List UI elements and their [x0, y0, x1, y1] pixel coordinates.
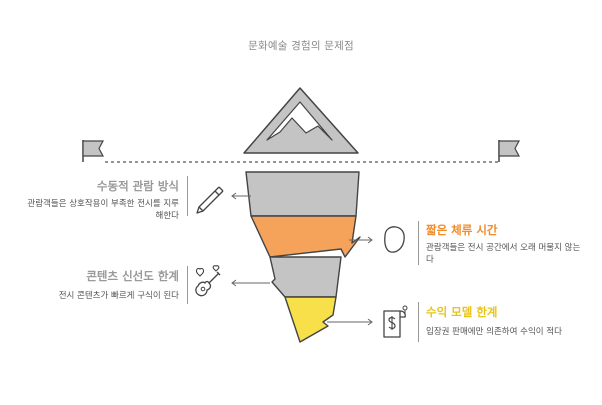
item-desc-passive: 관람객들은 상호작용이 부족한 전시를 지루해한다: [27, 199, 179, 221]
item-title-freshness: 콘텐츠 신선도 한계: [86, 269, 179, 283]
left-flag-icon: [82, 140, 104, 162]
layer-freshness: [269, 256, 342, 298]
divider-revenue: [418, 302, 419, 342]
item-title-short-stay: 짧은 체류 시간: [426, 223, 498, 237]
divider-freshness: [187, 266, 188, 304]
layer-revenue: [284, 296, 337, 343]
item-title-passive: 수동적 관람 방식: [96, 179, 179, 193]
layer-short-stay: [250, 215, 361, 258]
layer-passive: [245, 171, 360, 217]
iceberg-tip: [243, 87, 359, 154]
money-document-icon: [383, 305, 408, 338]
item-desc-freshness: 전시 콘텐츠가 빠르게 구식이 된다: [58, 291, 179, 301]
diagram-title: 문화예술 경험의 문제점: [248, 40, 354, 52]
guitar-heart-icon: [195, 265, 221, 297]
divider-passive: [187, 176, 188, 216]
arrow-freshness: [231, 279, 270, 287]
arrow-passive: [231, 192, 251, 200]
pencil-icon: [196, 186, 224, 214]
item-title-revenue: 수익 모델 한계: [426, 305, 498, 319]
item-desc-revenue: 입장권 판매에만 의존하여 수익이 적다: [426, 327, 562, 337]
arrow-revenue: [327, 318, 373, 326]
stone-icon: [384, 226, 405, 253]
divider-short-stay: [418, 221, 419, 265]
arrow-short-stay: [349, 236, 373, 244]
item-desc-short-stay: 관람객들은 전시 공간에서 오래 머물지 않는다: [426, 243, 581, 265]
right-flag-icon: [498, 140, 520, 162]
